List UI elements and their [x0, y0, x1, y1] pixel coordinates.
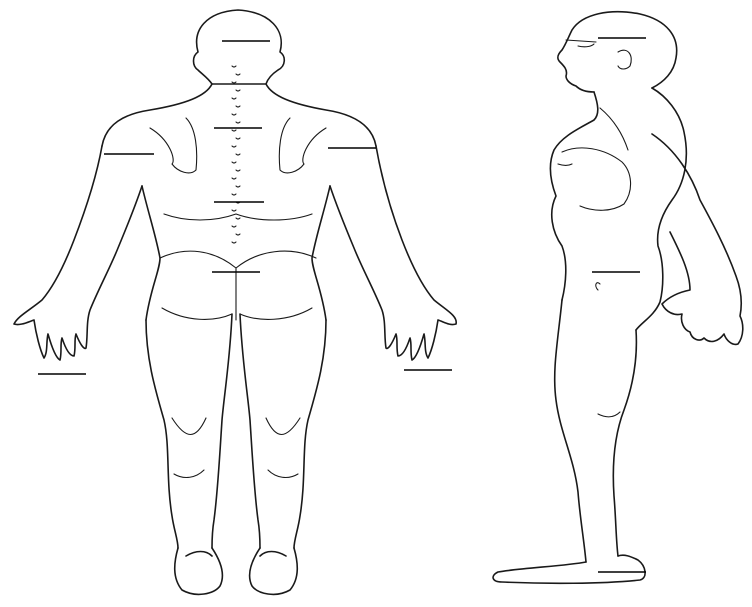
- posterior-calves: [172, 418, 300, 477]
- spine-vertebra-mark: [236, 186, 240, 187]
- posterior-lower-back: [160, 214, 316, 320]
- spine-vertebra-mark: [236, 170, 240, 171]
- spine-vertebra-mark: [232, 226, 236, 227]
- posterior-feet: [175, 548, 298, 594]
- spine-vertebra-mark: [232, 98, 236, 99]
- lateral-knee-detail: [596, 283, 620, 417]
- lateral-chest-detail: [558, 108, 631, 210]
- lateral-ear: [566, 40, 631, 69]
- spine-vertebra-mark: [232, 82, 236, 83]
- posterior-head: [194, 10, 285, 84]
- lateral-front-torso: [550, 92, 597, 300]
- spine-vertebra-mark: [236, 90, 240, 91]
- spine-vertebra-mark: [236, 138, 240, 139]
- spine-vertebra-mark: [236, 218, 240, 219]
- lateral-legs: [555, 300, 637, 562]
- spine-vertebra-mark: [236, 234, 240, 235]
- spine-vertebra-mark: [236, 154, 240, 155]
- posterior-neck-shoulders: [102, 84, 376, 146]
- posterior-legs: [146, 314, 326, 548]
- spine-vertebra-mark: [232, 210, 236, 211]
- spine-vertebra-mark: [232, 162, 236, 163]
- posterior-scapulae: [150, 118, 326, 173]
- posterior-left-arm: [14, 146, 142, 360]
- lateral-body-figure: [493, 12, 743, 584]
- spine-vertebra-mark: [232, 146, 236, 147]
- posterior-answer-blanks: [38, 41, 452, 374]
- posterior-right-arm: [330, 146, 456, 360]
- lateral-foot: [493, 555, 645, 583]
- lateral-head: [558, 12, 677, 92]
- spine-vertebra-mark: [236, 122, 240, 123]
- spine-vertebra-mark: [236, 74, 240, 75]
- spine-vertebra-mark: [232, 194, 236, 195]
- spine-vertebra-mark: [232, 114, 236, 115]
- lateral-arm: [652, 134, 743, 344]
- lateral-answer-blanks: [592, 38, 646, 572]
- posterior-body-figure: [14, 10, 456, 594]
- posterior-spine: [232, 66, 240, 243]
- spine-vertebra-mark: [232, 66, 236, 67]
- spine-vertebra-mark: [232, 178, 236, 179]
- spine-vertebra-mark: [232, 242, 236, 243]
- spine-vertebra-mark: [232, 130, 236, 131]
- spine-vertebra-mark: [236, 106, 240, 107]
